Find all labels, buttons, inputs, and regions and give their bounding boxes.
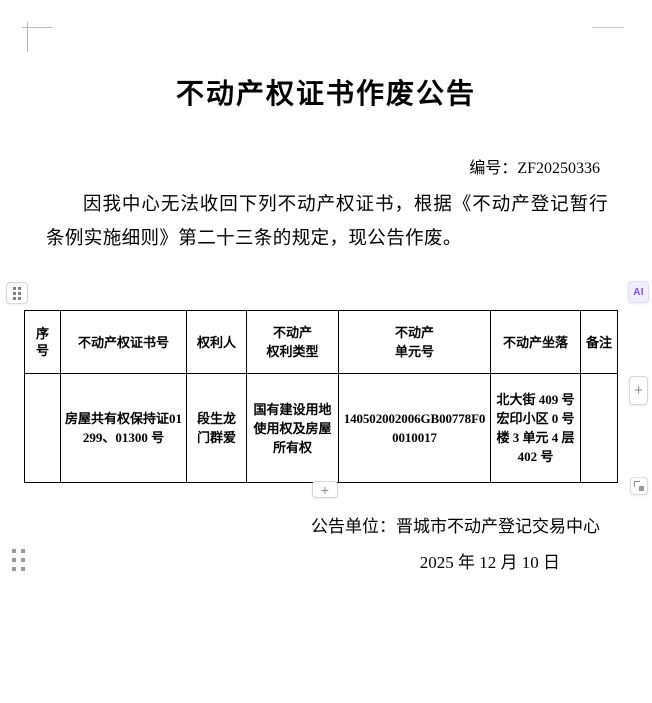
table-header-unit-no-line1: 不动产: [394, 325, 434, 340]
cell-unit-no[interactable]: 140502002006GB00778F00010017: [338, 373, 491, 483]
table-header-right-type[interactable]: 不动产 权利类型: [246, 310, 339, 374]
document-title: 不动产权证书作废公告: [175, 79, 476, 110]
table-header-owner[interactable]: 权利人: [186, 310, 247, 374]
table-header-unit-no[interactable]: 不动产 单元号: [338, 310, 491, 374]
table-header-cert-no-label: 不动产权证书号: [77, 334, 169, 350]
resize-corner-icon: [634, 481, 644, 491]
cell-location[interactable]: 北大街 409 号宏印小区 0 号楼 3 单元 4 层 402 号: [490, 373, 581, 483]
table-header-note[interactable]: 备注: [580, 310, 618, 374]
document-number: 编号：ZF20250336: [469, 154, 600, 178]
table-header-cert-no[interactable]: 不动产权证书号: [60, 310, 187, 374]
table-header-right-type-line2: 权利类型: [266, 344, 319, 359]
ai-badge-label: AI: [633, 286, 644, 298]
table-header-owner-label: 权利人: [196, 334, 236, 350]
table-resize-handle[interactable]: [630, 477, 648, 495]
document-number-label: 编号：: [469, 160, 518, 177]
cell-cert-no[interactable]: 房屋共有权保持证01299、01300 号: [60, 373, 187, 483]
cell-right-type[interactable]: 国有建设用地使用权及房屋所有权: [246, 373, 339, 483]
add-column-button[interactable]: +: [629, 376, 648, 405]
table-header-row: 序 号 不动产权证书号 权利人 不动产 权利类型 不动产 单元号 不动产坐落: [24, 310, 618, 374]
drag-dots-icon: [13, 286, 21, 300]
table-header-seq-label: 序 号: [35, 325, 49, 358]
table-row[interactable]: 房屋共有权保持证01299、01300 号 段生龙 门群爱 国有建设用地使用权及…: [24, 373, 618, 483]
drag-dots-icon: [11, 549, 25, 571]
cell-note[interactable]: [580, 373, 618, 483]
cell-seq[interactable]: [24, 373, 61, 483]
table-header-note-label: 备注: [585, 334, 612, 350]
page-drag-handle[interactable]: [8, 548, 28, 572]
table-header-right-type-line1: 不动产: [272, 325, 312, 340]
table-header-seq[interactable]: 序 号: [24, 310, 61, 374]
add-row-button[interactable]: +: [312, 481, 338, 498]
table-header-location[interactable]: 不动产坐落: [490, 310, 581, 374]
certificate-table[interactable]: 序 号 不动产权证书号 权利人 不动产 权利类型 不动产 单元号 不动产坐落: [24, 310, 618, 483]
table-header-unit-no-line2: 单元号: [394, 344, 434, 359]
document-footer-date: 2025 年 12 月 10 日: [419, 553, 560, 572]
plus-icon: +: [634, 382, 643, 399]
cell-owner[interactable]: 段生龙 门群爱: [186, 373, 247, 483]
plus-icon: +: [320, 481, 330, 498]
table-drag-handle-button[interactable]: [6, 282, 28, 304]
ai-assistant-button[interactable]: AI: [628, 281, 649, 303]
table-header-location-label: 不动产坐落: [502, 334, 568, 350]
document-footer-organization: 公告单位：晋城市不动产登记交易中心: [311, 517, 600, 536]
document-number-value: ZF20250336: [517, 160, 600, 177]
document-body-paragraph: 因我中心无法收回下列不动产权证书，根据《不动产登记暂行条例实施细则》第二十三条的…: [46, 195, 608, 249]
